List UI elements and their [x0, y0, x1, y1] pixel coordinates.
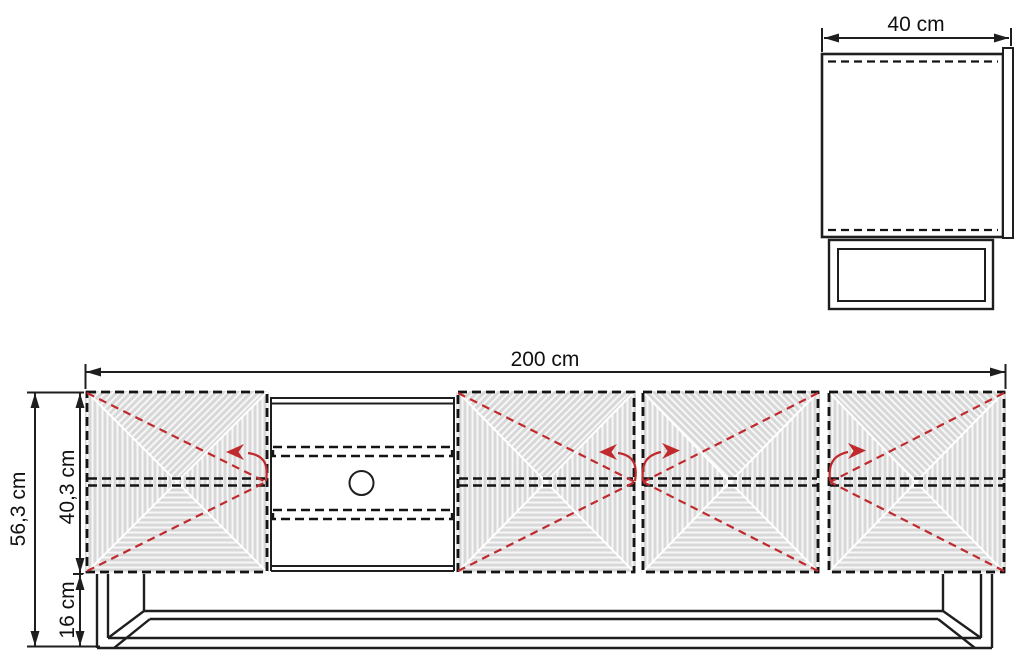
dim-arrow-up-icon [75, 575, 85, 590]
door-swing-indicator [641, 392, 819, 572]
dim-arrow-up-icon [75, 393, 85, 408]
total-height-label: 56,3 cm [7, 472, 30, 547]
door-right-outer [824, 389, 1009, 575]
door-swing-indicator [457, 392, 637, 572]
side-base-frame [827, 238, 995, 311]
side-width-label: 40 cm [887, 13, 944, 36]
door-middle-right [638, 389, 823, 575]
door-middle-left [453, 389, 639, 575]
door-swing-indicator [86, 392, 268, 572]
dim-arrow-left-icon [86, 367, 101, 377]
door-swing-arrow-icon [848, 443, 866, 459]
cabinet-height-label: 40,3 cm [56, 450, 79, 525]
cabinet-height-dimension: 40,3 cm [56, 393, 90, 575]
door-swing-arrow-icon [226, 444, 244, 460]
door-swing-arrow-icon [662, 443, 680, 459]
cable-hole [348, 470, 375, 496]
dim-arrow-right-icon [994, 33, 1009, 43]
door-left-outer [82, 389, 272, 575]
door-swing-arrow-icon [599, 444, 617, 460]
base-height-label: 16 cm [56, 581, 79, 638]
door-swing-indicator [828, 392, 1005, 572]
open-compartment [270, 397, 455, 572]
side-cabinet-outline [820, 52, 1005, 239]
dim-arrow-up-icon [30, 393, 40, 408]
side-width-dimension: 40 cm [821, 13, 1012, 52]
front-width-label: 200 cm [511, 348, 580, 371]
total-height-dimension: 56,3 cm [7, 391, 100, 648]
side-view: 40 cm [820, 13, 1014, 311]
dim-arrow-down-icon [75, 558, 85, 573]
metal-base-frame [95, 574, 994, 650]
dim-arrow-down-icon [75, 631, 85, 646]
front-width-dimension: 200 cm [84, 348, 1007, 390]
dim-arrow-down-icon [30, 631, 40, 646]
hidden-shelf-lower [271, 508, 454, 521]
side-door-panel [1002, 47, 1014, 239]
hidden-shelf-upper [271, 445, 454, 458]
dim-arrow-left-icon [824, 33, 839, 43]
base-height-dimension: 16 cm [56, 575, 85, 646]
dim-arrow-right-icon [990, 367, 1005, 377]
